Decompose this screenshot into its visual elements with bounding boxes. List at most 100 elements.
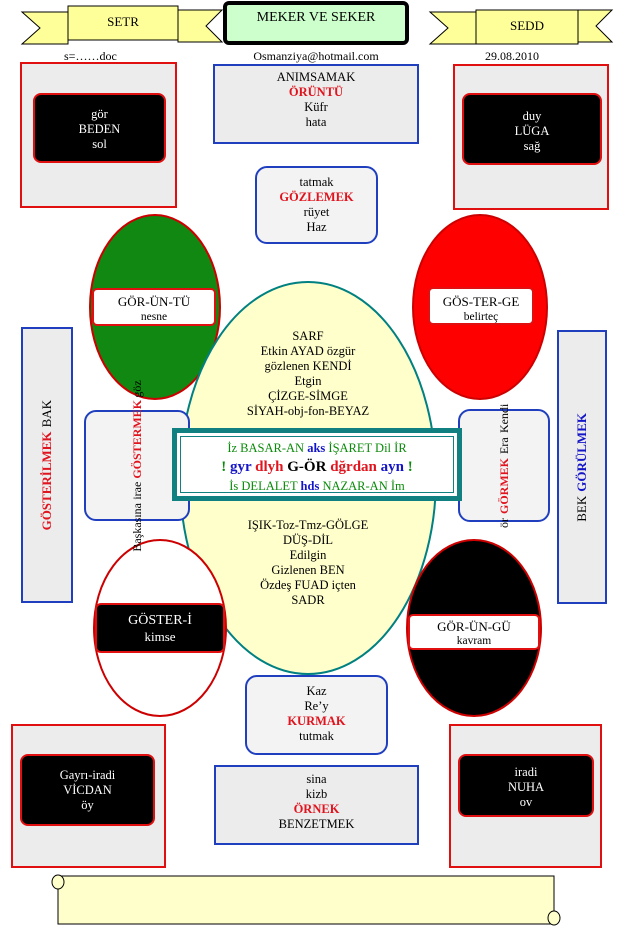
scroll-body <box>57 875 555 925</box>
tasting-box: tatmak GÖZLEMEK rüyet Haz <box>255 166 378 244</box>
right-mid-c2: GÖRMEK <box>496 457 511 514</box>
right-side-bar-black: BEK <box>574 495 589 522</box>
big-oval-top-5: ÇİZGE-SİMGE <box>268 389 348 403</box>
left-ribbon-body <box>67 5 179 41</box>
bottom-center-box: sina kizb ÖRNEK BENZETMEK <box>214 765 419 845</box>
bottom-left-line-1: Gayrı-iradi <box>59 768 116 782</box>
center-row1-c: İŞARET Dil İR <box>328 441 407 455</box>
top-right-inner: duy LÜGA sağ <box>462 93 602 165</box>
kurmak-line-3: KURMAK <box>287 714 346 728</box>
email-text: Osmanziya@hotmail.com <box>253 49 379 63</box>
scroll-left-curl <box>51 874 65 890</box>
right-ribbon-body <box>475 9 579 45</box>
center-row2-ex1: ! <box>221 459 227 475</box>
center-row2-b: dlyh <box>255 459 284 475</box>
tasting-line-2: GÖZLEMEK <box>279 190 354 204</box>
left-ribbon-shape <box>20 11 69 45</box>
left-mid-c1: Başkasına <box>129 502 144 552</box>
center-row1-b: aks <box>307 441 326 455</box>
right-ribbon-tail <box>577 9 614 43</box>
left-ribbon-tail <box>177 9 224 43</box>
center-box: İz BASAR-AN aks İŞARET Dil İR ! gyr dlyh… <box>172 428 462 501</box>
big-oval-top-2: Etkin AYAD özgür <box>260 344 356 358</box>
kurmak-line-2: Re’y <box>304 699 329 713</box>
center-row3-b: hds <box>300 479 320 493</box>
bottom-left-line-3: öy <box>81 798 94 812</box>
bottom-center-line-1: sina <box>306 772 327 786</box>
big-oval-bottom-6: SADR <box>291 593 325 607</box>
title-box-shape <box>223 1 409 45</box>
top-center-line-2: ÖRÜNTÜ <box>288 85 344 99</box>
big-oval-top-6: SİYAH-obj-fon-BEYAZ <box>246 404 370 418</box>
bottom-right-line-3: ov <box>519 795 533 809</box>
date-text: 29.08.2010 <box>485 49 539 63</box>
left-side-bar-black: BAK <box>39 399 54 428</box>
doc-label: s=……doc <box>64 49 117 63</box>
center-row-2: ! gyr dlyh G-ÖR dğrdan ayn ! <box>177 459 457 476</box>
green-oval-sub: nesne <box>140 311 168 323</box>
center-row3-c: NAZAR-AN İm <box>322 479 405 493</box>
top-right-line-2: LÜGA <box>514 124 550 138</box>
right-ribbon-shape <box>428 11 477 45</box>
black-oval-title: GÖR-ÜN-GÜ <box>437 619 511 634</box>
bottom-left-inner: Gayrı-iradi VİCDAN öy <box>20 754 155 826</box>
big-oval-top-1: SARF <box>292 329 324 343</box>
top-center-line-1: ANIMSAMAK <box>276 70 356 84</box>
center-row3-a: İs DELALET <box>229 479 298 493</box>
top-left-line-2: BEDEN <box>78 122 121 136</box>
left-side-bar-red: GÖSTERİLMEK <box>39 431 54 531</box>
top-left-inner: gör BEDEN sol <box>33 93 166 163</box>
white-oval-sub: kimse <box>144 629 176 644</box>
tasting-line-3: rüyet <box>303 205 330 219</box>
big-oval-bottom-4: Gizlenen BEN <box>271 563 345 577</box>
left-mid-text: Başkasına irae GÖSTERMEK göz <box>130 380 145 552</box>
right-side-bar-blue: GÖRÜLMEK <box>574 412 589 492</box>
center-row1-a: İz BASAR-AN <box>227 441 305 455</box>
center-row2-ex2: ! <box>407 459 413 475</box>
right-mid-text: ör GÖRMEK Era Kendi <box>497 404 512 528</box>
big-oval-bottom-text: IŞIK-Toz-Tmz-GÖLGE DÜŞ-DİL Edilgin Gizle… <box>208 518 408 608</box>
left-side-bar: GÖSTERİLMEK BAK <box>21 327 73 603</box>
kurmak-box: Kaz Re’y KURMAK tutmak <box>245 675 388 755</box>
left-side-bar-text: GÖSTERİLMEK BAK <box>39 400 55 530</box>
red-oval-title: GÖS-TER-GE <box>442 294 520 309</box>
bottom-right-line-2: NUHA <box>507 780 545 794</box>
right-mid-c4: Kendi <box>496 403 511 433</box>
right-mid-c3: Era <box>496 436 511 454</box>
right-banner-label: SEDD <box>510 18 544 33</box>
red-oval-label: GÖS-TER-GE belirteç <box>428 287 534 325</box>
left-mid-c3: GÖSTERMEK <box>129 400 144 479</box>
bottom-left-line-2: VİCDAN <box>63 783 112 797</box>
right-mid-c1: ör <box>496 517 511 528</box>
big-oval-bottom-3: Edilgin <box>289 548 327 562</box>
top-left-line-1: gör <box>91 107 108 121</box>
big-oval-bottom-5: Özdeş FUAD içten <box>260 578 356 592</box>
green-oval-title: GÖR-ÜN-TÜ <box>117 294 191 309</box>
bottom-right-inner: iradi NUHA ov <box>458 754 594 817</box>
left-mid-c4: göz <box>129 379 144 397</box>
tasting-line-1: tatmak <box>299 175 334 189</box>
top-right-line-3: sağ <box>523 139 541 153</box>
top-center-line-4: hata <box>305 115 327 129</box>
top-center-line-3: Küfr <box>304 100 328 114</box>
top-left-line-3: sol <box>92 137 107 151</box>
right-mid-box: ör GÖRMEK Era Kendi <box>458 404 550 528</box>
left-banner-label: SETR <box>107 14 139 29</box>
left-mid-c2: irae <box>129 481 144 500</box>
bottom-center-line-4: BENZETMEK <box>278 817 355 831</box>
bottom-right-line-1: iradi <box>514 765 538 779</box>
kurmak-line-4: tutmak <box>299 729 334 743</box>
big-oval-top-3: gözlenen KENDİ <box>264 359 352 373</box>
center-title: MEKER VE SEKER <box>256 10 376 25</box>
kurmak-line-1: Kaz <box>306 684 327 698</box>
black-oval-sub: kavram <box>456 635 492 647</box>
center-row2-a: gyr <box>230 459 252 475</box>
center-box-inner-border <box>180 436 454 493</box>
bottom-center-line-3: ÖRNEK <box>293 802 340 816</box>
top-center-box: ANIMSAMAK ÖRÜNTÜ Küfr hata <box>213 64 419 144</box>
big-oval-bottom-2: DÜŞ-DİL <box>283 533 333 547</box>
bottom-center-line-2: kizb <box>305 787 328 801</box>
black-oval-label: GÖR-ÜN-GÜ kavram <box>408 614 540 650</box>
right-side-bar: BEK GÖRÜLMEK <box>557 330 607 604</box>
center-row-1: İz BASAR-AN aks İŞARET Dil İR <box>177 441 457 456</box>
